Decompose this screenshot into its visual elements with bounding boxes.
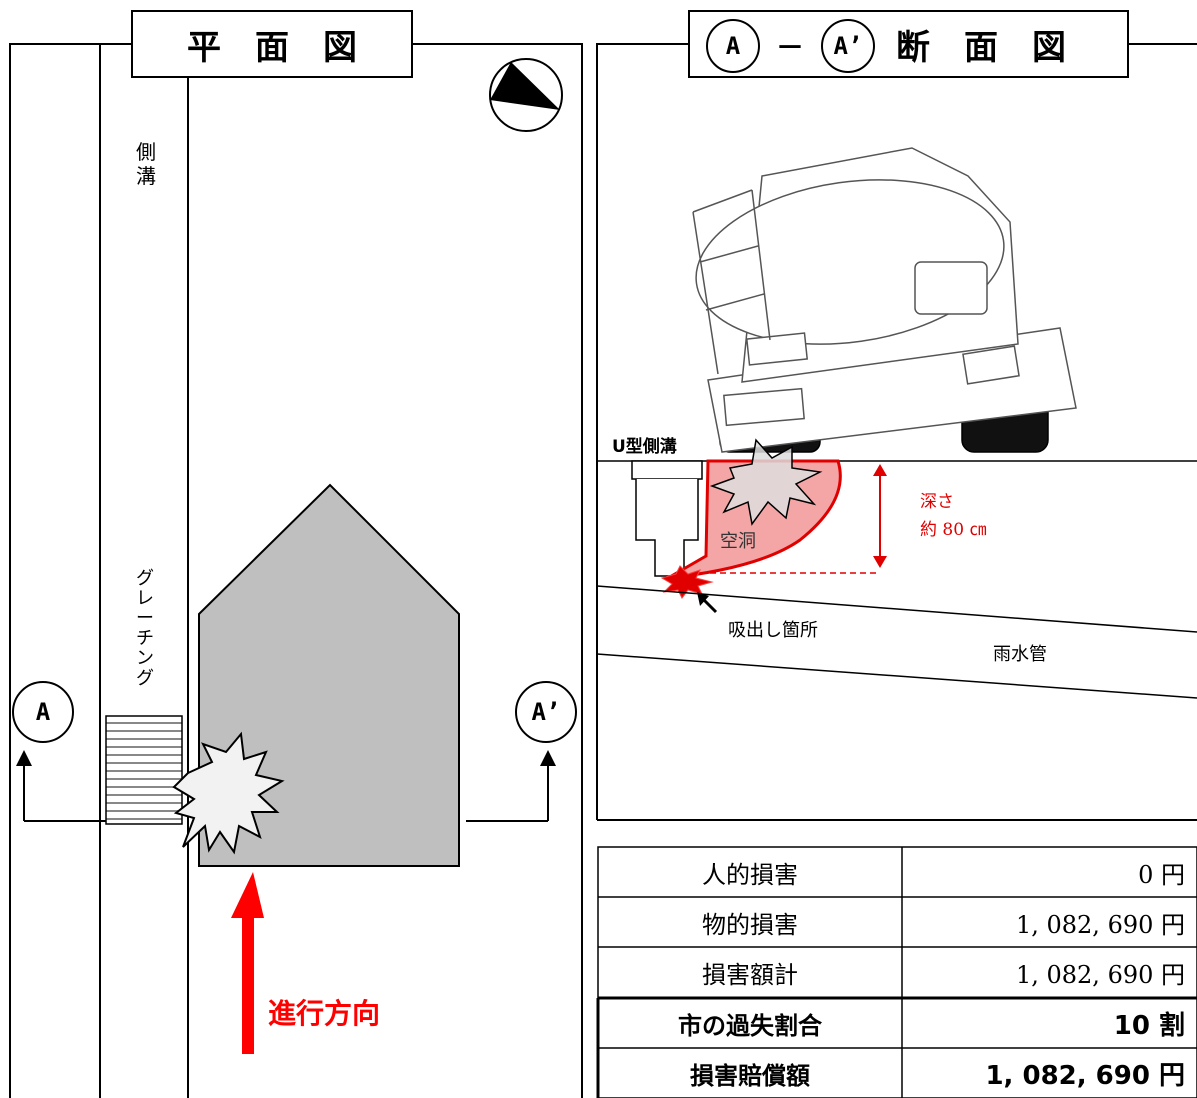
table-value-compensation: 1, 082, 690 円 xyxy=(985,1060,1185,1091)
depth-arrow-head-top xyxy=(873,464,887,476)
section-frame-left xyxy=(596,43,689,820)
outflow-label: 吸出し箇所 xyxy=(728,620,818,641)
section-title-text: 断 面 図 xyxy=(896,27,1066,68)
plan-title: 平 面 図 xyxy=(187,27,357,68)
plan-title-box xyxy=(131,10,413,78)
table-label-compensation: 損害賠償額 xyxy=(690,1061,810,1090)
grating-cover xyxy=(105,715,183,825)
marker-a-circle xyxy=(12,681,74,743)
plan-frame-left xyxy=(9,43,132,1098)
rain-pipe-bottom xyxy=(596,653,1197,699)
plan-frame-right xyxy=(412,43,583,1098)
outflow-pointer-head xyxy=(697,592,709,606)
impact-burst-icon xyxy=(172,731,285,855)
north-arrow-icon xyxy=(489,58,563,132)
title-marker-a-prime-circle xyxy=(821,19,875,73)
pipe-label: 雨水管 xyxy=(993,644,1047,665)
direction-arrow-icon xyxy=(231,872,264,1054)
section-title-dash: － xyxy=(775,31,804,64)
tanker-truck-drawing xyxy=(692,147,1077,453)
table-value-property-damage: 1, 082, 690 円 xyxy=(1015,910,1185,939)
rain-pipe-top xyxy=(596,585,1197,633)
marker-a-prime-label: A’ xyxy=(531,698,561,726)
table-label-total-damage: 損害額計 xyxy=(702,961,798,989)
depth-label-line1: 深さ xyxy=(920,492,954,512)
section-title-marker-a-prime: A’ xyxy=(833,32,863,60)
u-gutter-section xyxy=(631,460,703,577)
collapse-burst-icon xyxy=(709,438,823,526)
plan-view xyxy=(9,10,583,1098)
title-marker-a-circle xyxy=(706,19,760,73)
marker-a-label: A xyxy=(35,698,51,726)
section-title-box xyxy=(688,10,1129,78)
cavity-label: 空洞 xyxy=(720,531,756,552)
gutter-label: 側 溝 xyxy=(136,140,156,188)
depth-label-line2: 約 80 ㎝ xyxy=(920,520,987,540)
depth-arrow-head-bottom xyxy=(873,556,887,568)
table-label-property-damage: 物的損害 xyxy=(702,910,798,939)
damage-table-grid xyxy=(596,846,1197,1098)
table-value-human-damage: 0 円 xyxy=(1138,860,1185,889)
section-view xyxy=(596,10,1197,821)
marker-a-prime-circle xyxy=(515,681,577,743)
section-title-marker-a: A xyxy=(725,32,741,60)
u-gutter-label: U型側溝 xyxy=(612,437,677,457)
direction-label: 進行方向 xyxy=(268,997,381,1030)
table-value-fault-ratio: 10 割 xyxy=(1113,1010,1185,1041)
table-value-total-damage: 1, 082, 690 円 xyxy=(1015,961,1185,989)
grating-label: グ レ ー チ ン グ xyxy=(136,568,154,689)
table-label-fault-ratio: 市の過失割合 xyxy=(678,1011,822,1040)
table-label-human-damage: 人的損害 xyxy=(702,860,798,889)
